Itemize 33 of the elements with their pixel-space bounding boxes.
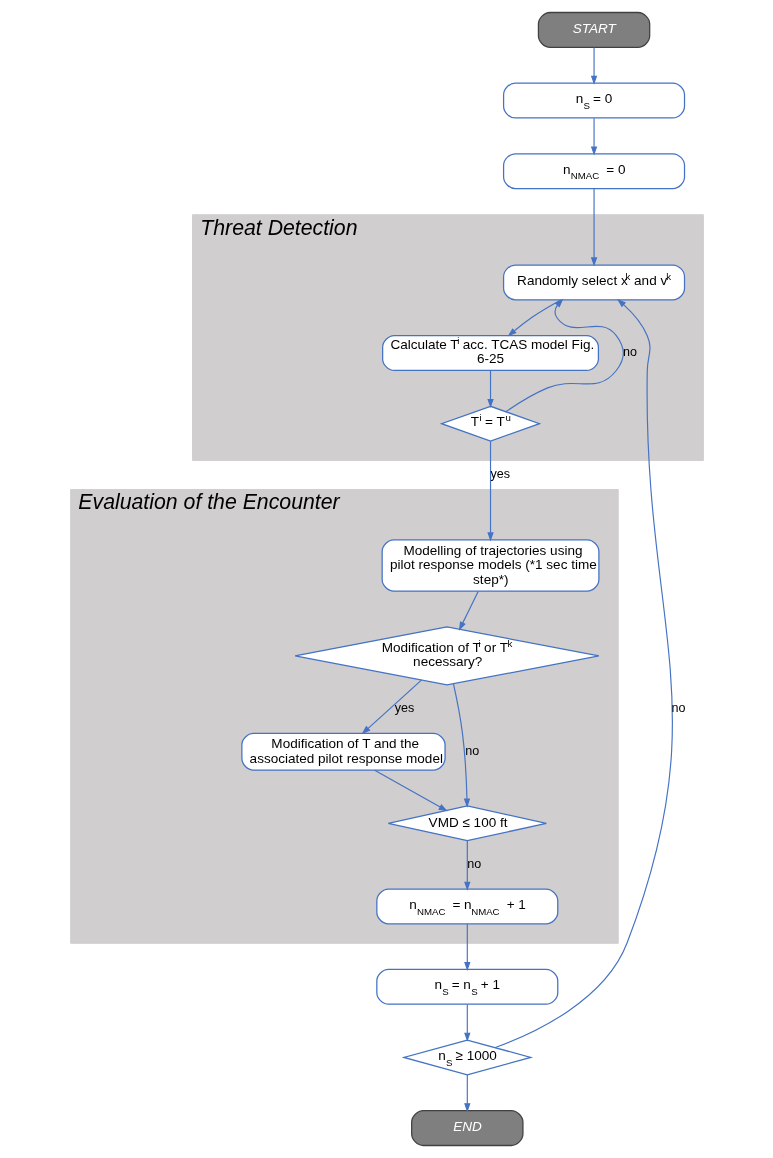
arrow — [373, 769, 448, 812]
arrow — [590, 188, 597, 267]
arrow — [463, 840, 470, 891]
arrow — [504, 298, 624, 413]
node-box: Modelling of trajectories using pilot response models (*1 sec time step*) — [381, 539, 599, 592]
node-box: n$_{NMAC}$ = 0 — [502, 153, 685, 190]
node-box: n$_{S}$ = 0 — [502, 82, 685, 119]
node-diamond: T$^{i}$ = T$^{u}$ — [439, 405, 541, 442]
arrow — [463, 923, 470, 971]
arrow — [494, 298, 673, 1049]
node-box: END — [410, 1110, 524, 1147]
arrow — [590, 46, 597, 85]
arrow — [463, 1074, 470, 1113]
arrow — [458, 590, 479, 631]
arrow — [486, 370, 494, 408]
arrow — [463, 1003, 470, 1042]
arrow — [361, 679, 422, 735]
node-box: START — [537, 11, 650, 48]
arrow — [486, 440, 494, 542]
node-box: Calculate T$^{i}$ acc. TCAS model Fig. 6-25 — [381, 335, 599, 372]
node-diamond: n$_{S}$ ≥ 1000 — [401, 1039, 533, 1076]
edge-label: no — [464, 744, 479, 758]
node-box: n$_{NMAC}$ = n$_{NMAC}$ + 1 — [375, 888, 558, 925]
node-box: n$_{S}$ = n$_{S}$ + 1 — [375, 968, 558, 1005]
arrow — [507, 299, 561, 337]
node-box: Modification of T and the associated pilot response model — [240, 732, 446, 771]
edge-label: no — [670, 701, 685, 716]
node-box: Randomly select x$^{k}$ and v$^{k}$ — [502, 264, 685, 301]
arrow — [590, 117, 597, 156]
edge-label: no — [466, 857, 481, 872]
edge-label: yes — [394, 701, 414, 716]
arrow — [452, 683, 470, 808]
edge-label: no — [622, 345, 637, 360]
